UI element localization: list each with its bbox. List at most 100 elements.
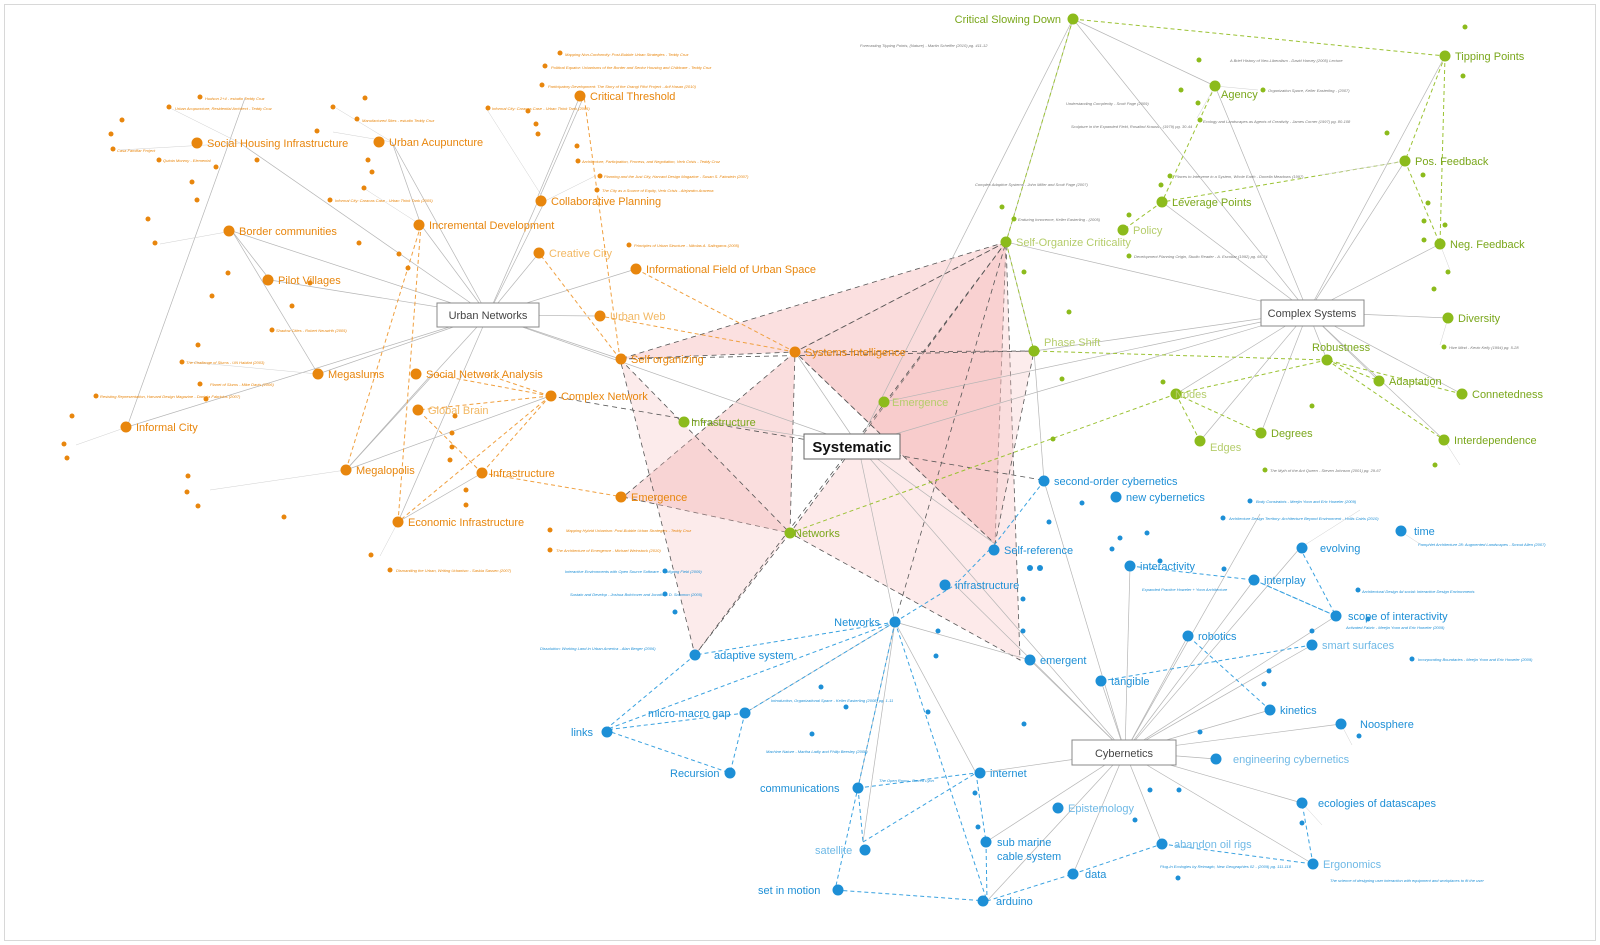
node-border-communities[interactable]: Border communities [223, 225, 338, 239]
node-epistemology[interactable]: Epistemology [1052, 802, 1135, 816]
node-infrastructure-blue[interactable]: infrastructure [939, 579, 1020, 593]
node-tipping-points[interactable]: Tipping Points [1439, 50, 1525, 64]
node-economic-infrastructure[interactable]: Economic Infrastructure [392, 516, 525, 530]
node-engineering-cybernetics[interactable]: engineering cybernetics [1210, 753, 1350, 767]
node-megalopolis[interactable]: Megalopolis [340, 464, 416, 478]
node-recursion[interactable]: Recursion [670, 767, 736, 781]
node-networks-green[interactable]: Networks [784, 527, 841, 541]
node-second-order-cybernetics[interactable]: second-order cybernetics [1038, 475, 1179, 489]
node-scope-of-interactivity[interactable]: scope of interactivity [1330, 610, 1449, 624]
node-data[interactable]: data [1067, 868, 1108, 882]
svg-text:emergent: emergent [1040, 655, 1086, 667]
node-evolving[interactable]: evolving [1296, 542, 1361, 556]
node-internet[interactable]: internet [974, 767, 1027, 781]
node-time[interactable]: time [1395, 525, 1435, 539]
node-social-housing-infrastructure[interactable]: Social Housing Infrastructure [191, 137, 349, 151]
svg-text:infrastructure: infrastructure [955, 580, 1019, 592]
svg-text:time: time [1414, 526, 1435, 538]
node-informational-field[interactable]: Informational Field of Urban Space [630, 263, 816, 277]
node-self-organizing[interactable]: Self organizing [615, 353, 704, 367]
node-complex-network[interactable]: Complex Network [545, 390, 649, 404]
hub-complex-systems[interactable]: Complex Systems [1260, 299, 1365, 327]
node-nodes[interactable]: Nodes [1170, 388, 1208, 402]
node-urban-acupuncture[interactable]: Urban Acupuncture [373, 136, 484, 150]
svg-text:Incremental Development: Incremental Development [429, 220, 554, 232]
node-phase-shift[interactable]: Phase Shift [1028, 337, 1101, 357]
hub-cybernetics[interactable]: Cybernetics [1071, 739, 1177, 766]
node-critical-slowing-down[interactable]: Critical Slowing Down [955, 13, 1079, 27]
svg-text:Expanded Practice Howeler + Yo: Expanded Practice Howeler + Yoon Archite… [1142, 587, 1228, 592]
node-robotics[interactable]: robotics [1182, 630, 1238, 644]
node-robustness[interactable]: Robustness [1312, 342, 1371, 366]
node-new-cybernetics[interactable]: new cybernetics [1110, 491, 1206, 505]
node-interdependence[interactable]: Interdependence [1438, 434, 1537, 448]
node-connetedness[interactable]: Connetedness [1456, 388, 1544, 402]
node-adaptation[interactable]: Adaptation [1373, 375, 1442, 389]
node-emergence-green[interactable]: Emergence [878, 396, 949, 410]
node-incremental-development[interactable]: Incremental Development [413, 219, 555, 233]
node-social-network-analysis[interactable]: Social Network Analysis [410, 368, 544, 382]
svg-text:adaptive system: adaptive system [714, 650, 793, 662]
green-dashed-edges [789, 18, 1463, 534]
node-diversity[interactable]: Diversity [1442, 312, 1501, 326]
svg-text:Diversity: Diversity [1458, 313, 1501, 325]
node-self-organize-criticality[interactable]: Self-Organize Criticality [1000, 236, 1132, 250]
hub-urban-networks[interactable]: Urban Networks [436, 302, 540, 328]
svg-text:Hive Mind - Kevin Kelly (1994): Hive Mind - Kevin Kelly (1994) pg. 5-28 [1449, 345, 1519, 350]
node-emergence-orange[interactable]: Emergence [615, 491, 688, 505]
svg-text:Informal City: Informal City [136, 422, 198, 434]
node-neg-feedback[interactable]: Neg. Feedback [1434, 238, 1526, 252]
green-reference-dots [999, 24, 1468, 473]
node-ecologies-of-datascapes[interactable]: ecologies of datascapes [1296, 797, 1437, 811]
svg-text:Networks: Networks [794, 528, 840, 540]
node-abandon-oil-rigs[interactable]: abandon oil rigs [1156, 838, 1253, 852]
svg-text:The science of designing user: The science of designing user interactio… [1330, 878, 1485, 883]
node-agency[interactable]: Agency [1209, 80, 1259, 102]
node-critical-threshold[interactable]: Critical Threshold [574, 90, 676, 104]
svg-text:Complex Systems: Complex Systems [1268, 308, 1357, 320]
svg-text:Development Planning Origin, S: Development Planning Origin, Studio Read… [1134, 254, 1268, 259]
node-smart-surfaces[interactable]: smart surfaces [1306, 639, 1395, 653]
node-satellite[interactable]: satellite [815, 844, 871, 858]
node-arduino[interactable]: arduino [977, 895, 1033, 909]
center-systematic[interactable]: Systematic [803, 433, 901, 460]
node-edges[interactable]: Edges [1194, 435, 1242, 455]
node-collaborative-planning[interactable]: Collaborative Planning [535, 195, 662, 209]
node-leverage-points[interactable]: Leverage Points [1156, 196, 1252, 210]
svg-text:Participatory Development: The: Participatory Development: The Story of … [548, 84, 697, 89]
node-infrastructure-green[interactable]: Infrastructure [678, 416, 756, 430]
node-degrees[interactable]: Degrees [1255, 427, 1314, 441]
svg-text:Megalopolis: Megalopolis [356, 465, 415, 477]
svg-text:Sculpture in the Expanded Fiel: Sculpture in the Expanded Field, Rosalin… [1071, 124, 1193, 129]
svg-text:Nodes: Nodes [1175, 389, 1207, 401]
node-adaptive-system[interactable]: adaptive system [689, 649, 794, 663]
node-infrastructure-orange[interactable]: Infrastructure [476, 467, 555, 481]
node-pos-feedback[interactable]: Pos. Feedback [1399, 155, 1489, 169]
node-interactivity[interactable]: interactivity [1124, 560, 1196, 574]
node-kinetics[interactable]: kinetics [1264, 704, 1318, 718]
node-urban-web[interactable]: Urban Web [594, 310, 666, 324]
node-ergonomics[interactable]: Ergonomics [1307, 858, 1382, 872]
node-set-in-motion[interactable]: set in motion [758, 884, 844, 898]
svg-text:cable system: cable system [997, 851, 1061, 863]
node-micro-macro-gap[interactable]: micro-macro gap [648, 707, 751, 721]
node-noosphere[interactable]: Noosphere [1335, 718, 1414, 732]
node-informal-city[interactable]: Informal City [120, 421, 199, 435]
node-creative-city[interactable]: Creative City [533, 247, 613, 261]
svg-text:ecologies of datascapes: ecologies of datascapes [1318, 798, 1437, 810]
node-links[interactable]: links [571, 726, 613, 740]
node-networks-blue[interactable]: Networks [834, 616, 901, 630]
svg-text:second-order cybernetics: second-order cybernetics [1054, 476, 1178, 488]
node-emergent[interactable]: emergent [1024, 654, 1087, 668]
node-megaslums[interactable]: Megaslums [312, 368, 385, 382]
node-global-brain[interactable]: Global Brain [412, 404, 489, 418]
node-self-reference[interactable]: Self-reference [988, 544, 1074, 558]
node-interplay[interactable]: interplay [1248, 574, 1307, 588]
node-communications[interactable]: communications [760, 782, 864, 796]
svg-text:Informal City: Caracas Case -: Informal City: Caracas Case - Urban Thin… [335, 198, 433, 203]
svg-text:Principles of Urban Structure: Principles of Urban Structure - Nikolas … [634, 243, 740, 248]
node-systems-intelligence[interactable]: Systems Intelligence [789, 346, 906, 360]
node-tangible[interactable]: tangible [1095, 675, 1150, 689]
svg-text:kinetics: kinetics [1280, 705, 1317, 717]
